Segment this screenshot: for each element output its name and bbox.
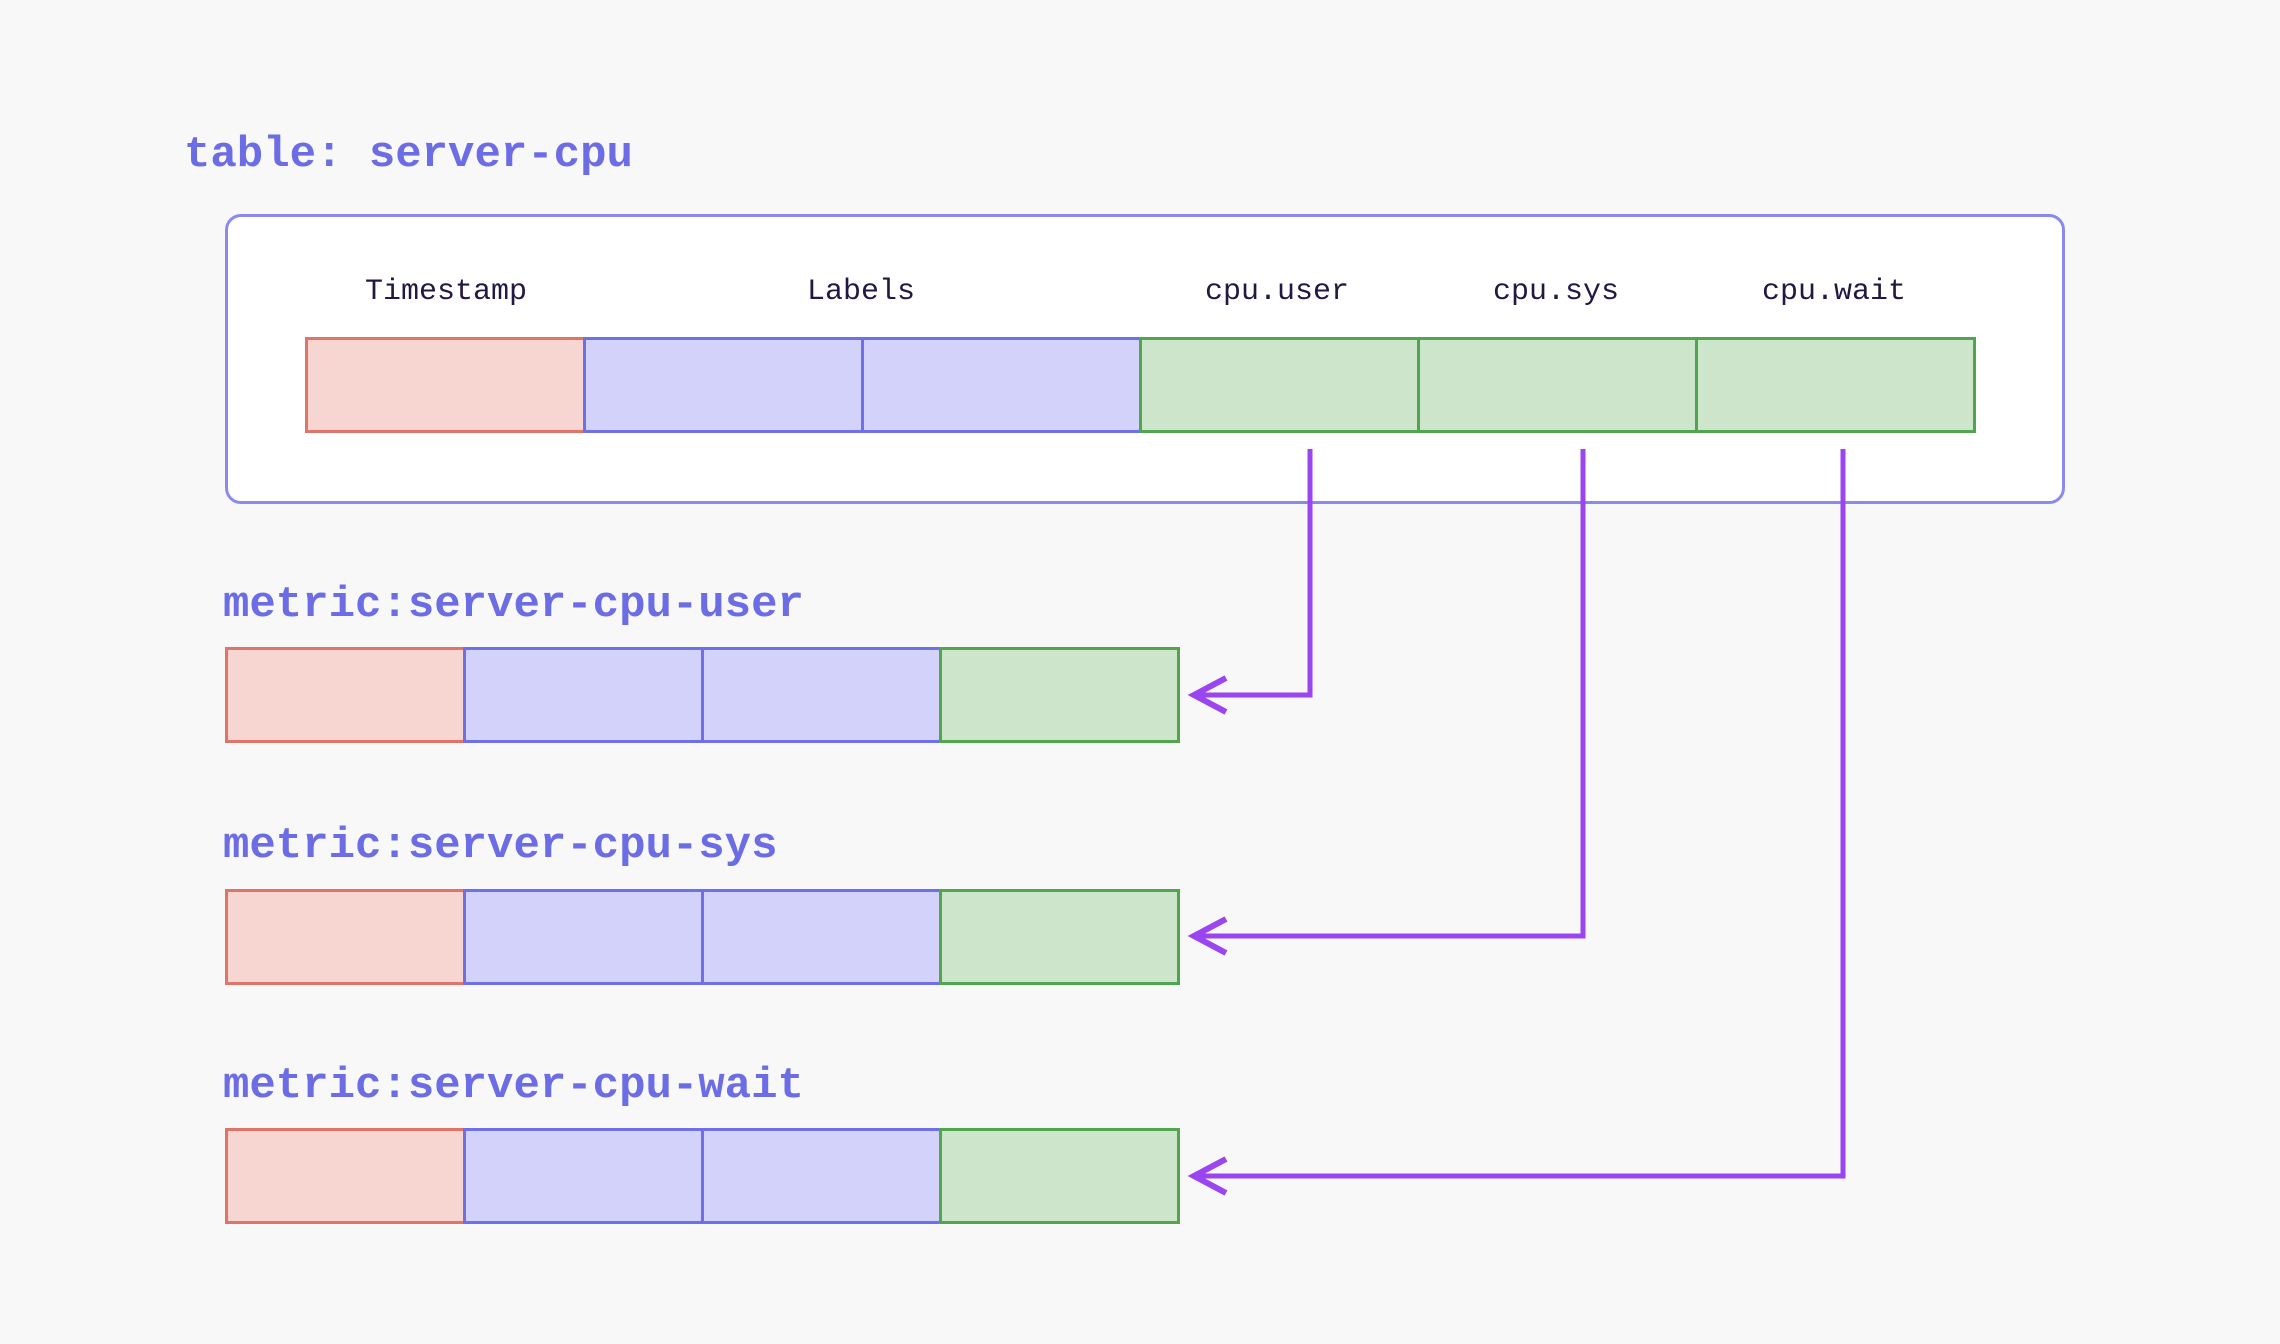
column-header-cpu-wait: cpu.wait [1761,275,1907,309]
field-cell [939,647,1180,743]
metric-row-user [225,647,1180,743]
metric-row-wait [225,1128,1180,1224]
metric-row-sys [225,889,1180,985]
field-cell [939,889,1180,985]
field-cell-cpu-sys [1417,337,1698,433]
label-cell [463,1128,704,1224]
arrow-cpu-wait-to-metric [1187,449,1846,1196]
metric-label-user: metric:server-cpu-user [223,580,804,630]
column-header-cpu-user: cpu.user [1204,275,1350,309]
timestamp-cell [225,889,466,985]
arrow-line [1198,449,1846,1179]
arrowhead-left-icon [1187,1156,1228,1196]
field-cell-cpu-wait [1695,337,1976,433]
arrow-cpu-sys-to-metric [1187,449,1586,956]
label-cell [701,1128,942,1224]
column-header-cpu-sys: cpu.sys [1492,275,1620,309]
field-cell [939,1128,1180,1224]
arrowhead-left-icon [1187,916,1228,956]
arrowhead-left-icon [1187,675,1228,715]
metric-label-sys: metric:server-cpu-sys [223,821,778,871]
label-cell [463,889,704,985]
timestamp-cell [225,647,466,743]
column-header-timestamp: Timestamp [364,275,528,309]
timestamp-cell [225,1128,466,1224]
label-cell [701,889,942,985]
field-cell-cpu-user [1139,337,1420,433]
label-cell [861,337,1142,433]
table-row [305,337,1976,433]
metric-label-wait: metric:server-cpu-wait [223,1061,804,1111]
timestamp-cell [305,337,586,433]
table-title: table: server-cpu [184,130,633,180]
label-cell [701,647,942,743]
column-header-labels: Labels [806,275,916,309]
label-cell [463,647,704,743]
arrow-line [1198,449,1586,939]
label-cell [583,337,864,433]
